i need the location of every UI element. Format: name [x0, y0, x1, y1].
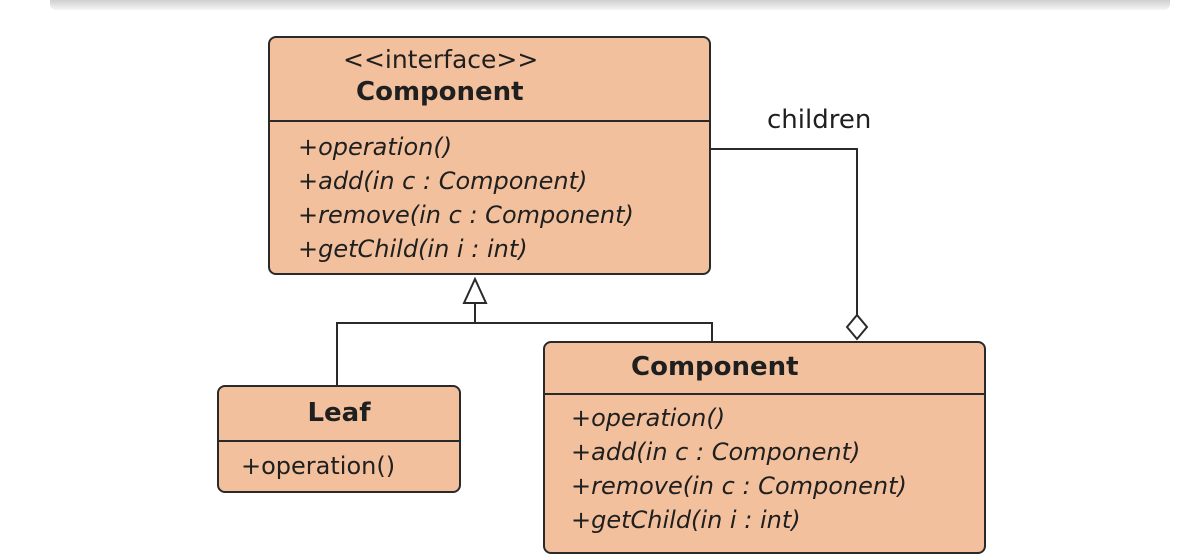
composite-operation: +getChild(in i : int) [571, 506, 801, 534]
composite-class-box[interactable]: Component +operation() +add(in c : Compo… [543, 341, 986, 554]
composite-class-name: Component [631, 352, 799, 382]
children-association-label: children [767, 105, 872, 135]
leaf-operations-list: +operation() [219, 442, 459, 483]
aggregation-diamond-icon [845, 313, 869, 341]
interface-operation: +remove(in c : Component) [298, 201, 634, 229]
interface-operation: +add(in c : Component) [298, 167, 588, 195]
top-shadow-bar [50, 0, 1170, 10]
inheritance-triangle-icon [462, 276, 488, 304]
leaf-class-box[interactable]: Leaf +operation() [217, 385, 461, 493]
children-association-line [711, 148, 858, 317]
interface-stereotype: <<interface>> [343, 45, 539, 74]
interface-operation: +getChild(in i : int) [298, 235, 528, 263]
composite-operation: +remove(in c : Component) [571, 472, 907, 500]
composite-operation: +add(in c : Component) [571, 438, 861, 466]
leaf-class-name: Leaf [307, 398, 371, 428]
interface-class-box[interactable]: <<interface>> Component +operation() +ad… [268, 36, 711, 275]
composite-operations-list: +operation() +add(in c : Component) +rem… [545, 395, 984, 537]
interface-operation: +operation() [298, 133, 453, 161]
leaf-class-header: Leaf [219, 387, 459, 442]
generalization-branch-line [336, 322, 713, 385]
interface-class-name: Component [356, 77, 524, 107]
composite-class-header: Component [545, 343, 984, 395]
interface-class-header: <<interface>> Component [270, 38, 709, 122]
leaf-operation: +operation() [241, 452, 396, 480]
composite-operation: +operation() [571, 404, 726, 432]
interface-operations-list: +operation() +add(in c : Component) +rem… [270, 122, 709, 266]
